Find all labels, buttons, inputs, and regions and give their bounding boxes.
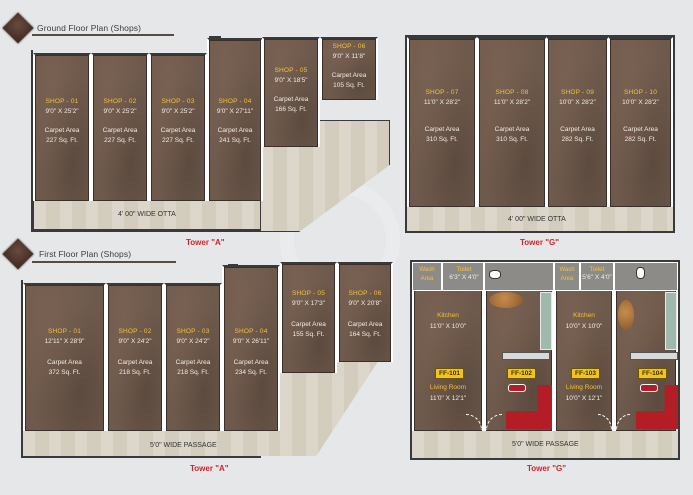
ground-shop-05[interactable]: SHOP - 05 9'0" X 18'5" Carpet Area 166 S… [262,37,320,147]
title-underline [32,34,174,36]
first-shop-02[interactable]: SHOP - 02 9'0" X 24'2" Carpet Area 218 S… [106,283,164,431]
ground-shop-08[interactable]: SHOP - 08 11'0" X 28'2" Carpet Area 310 … [477,37,547,207]
ground-tower-a-label: Tower "A" [186,238,225,247]
ff-103-kitchen-label: Kitchen 10'0" X 10'0" [565,312,603,330]
ff-103-toilet [580,262,614,291]
diamond-bullet-icon [2,12,34,44]
dining-table-icon [618,300,634,330]
ground-tower-g-plan [405,35,675,233]
ground-shop-01[interactable]: SHOP - 01 9'0" X 25'2" Carpet Area 227 S… [33,53,91,201]
first-shop-03[interactable]: SHOP - 03 9'0" X 24'2" Carpet Area 218 S… [164,283,222,431]
first-floor-title: First Floor Plan (Shops) [39,249,132,259]
flat-ff-103[interactable] [554,290,614,431]
ground-shop-09[interactable]: SHOP - 09 10'0" X 28'2" Carpet Area 282 … [546,37,609,207]
tv-unit [630,352,678,360]
ground-shop-07[interactable]: SHOP - 07 11'0" X 28'2" Carpet Area 310 … [407,37,477,207]
ground-tower-a-otta-label: 4' 00" WIDE OTTA [118,211,176,218]
dining-table-icon [489,292,523,308]
ff-103-wash-label: Wash Area [559,267,575,282]
sofa-icon [508,384,526,392]
title-underline [32,261,176,263]
ff-103-living-label: Living Room 10'0" X 12'1" [565,384,603,402]
first-tower-g-plan [410,260,680,460]
ff-101-badge: FF-101 [435,368,464,379]
ff-103-toilet-label: Toilet 5'6" X 4'0" [582,266,612,281]
ground-shop-03[interactable]: SHOP - 03 9'0" X 25'2" Carpet Area 227 S… [149,53,207,201]
diamond-bullet-icon [2,238,34,270]
ff-101-toilet [442,262,484,291]
ff-101-wash-label: Wash Area [419,267,435,282]
first-tower-g-label: Tower "G" [527,464,566,473]
ground-floor-title: Ground Floor Plan (Shops) [37,23,142,33]
ff-101-kitchen-label: Kitchen 11'0" X 10'0" [429,312,467,330]
toilet-icon [489,270,501,279]
ff-103-wash-area [554,262,580,291]
ff-104-toilet [614,262,678,291]
ff-102-badge: FF-102 [507,368,536,379]
first-tower-g-passage-label: 5'0" WIDE PASSAGE [512,441,579,448]
ff-101-toilet-label: Toilet 6'3" X 4'0" [449,266,479,281]
kitchen-counter [540,292,552,350]
ground-tower-g-label: Tower "G" [520,238,559,247]
flat-ff-101[interactable] [412,290,484,431]
ground-tower-g-otta-label: 4' 00" WIDE OTTA [508,216,566,223]
ff-101-living-label: Living Room 11'0" X 12'1" [429,384,467,402]
first-tower-a-passage-label: 5'0" WIDE PASSAGE [150,442,217,449]
ground-tower-a-plan [31,50,261,232]
ground-tower-g-otta [407,206,673,231]
first-shop-05[interactable]: SHOP - 05 9'0" X 17'3" Carpet Area 155 S… [280,262,337,373]
first-tower-a-passage [23,430,313,456]
first-shop-06[interactable]: SHOP - 06 9'0" X 20'8" Carpet Area 164 S… [337,262,393,362]
toilet-icon [636,267,645,279]
ground-floor-header: Ground Floor Plan (Shops) [2,12,194,44]
ff-101-wash-area [412,262,442,291]
first-shop-01[interactable]: SHOP - 01 12'11" X 28'9" Carpet Area 372… [23,283,106,431]
kitchen-counter [665,292,677,350]
ground-shop-06[interactable]: SHOP - 06 9'0" X 11'8" Carpet Area 105 S… [320,37,378,100]
ground-shop-10[interactable]: SHOP - 10 10'0" X 28'2" Carpet Area 282 … [608,37,673,207]
sofa-icon [640,384,658,392]
ground-shop-02[interactable]: SHOP - 02 9'0" X 25'2" Carpet Area 227 S… [91,53,149,201]
first-tower-a-label: Tower "A" [190,464,229,473]
ff-104-badge: FF-104 [638,368,667,379]
first-floor-header: First Floor Plan (Shops) [2,238,194,270]
first-tower-a-plan [21,280,261,458]
first-shop-04[interactable]: SHOP - 04 9'0" X 26'11" Carpet Area 234 … [222,265,280,431]
tv-unit [502,352,550,360]
first-tower-g-passage [412,430,678,458]
ff-103-badge: FF-103 [571,368,600,379]
ground-shop-04[interactable]: SHOP - 04 9'0" X 27'11" Carpet Area 241 … [207,38,263,201]
